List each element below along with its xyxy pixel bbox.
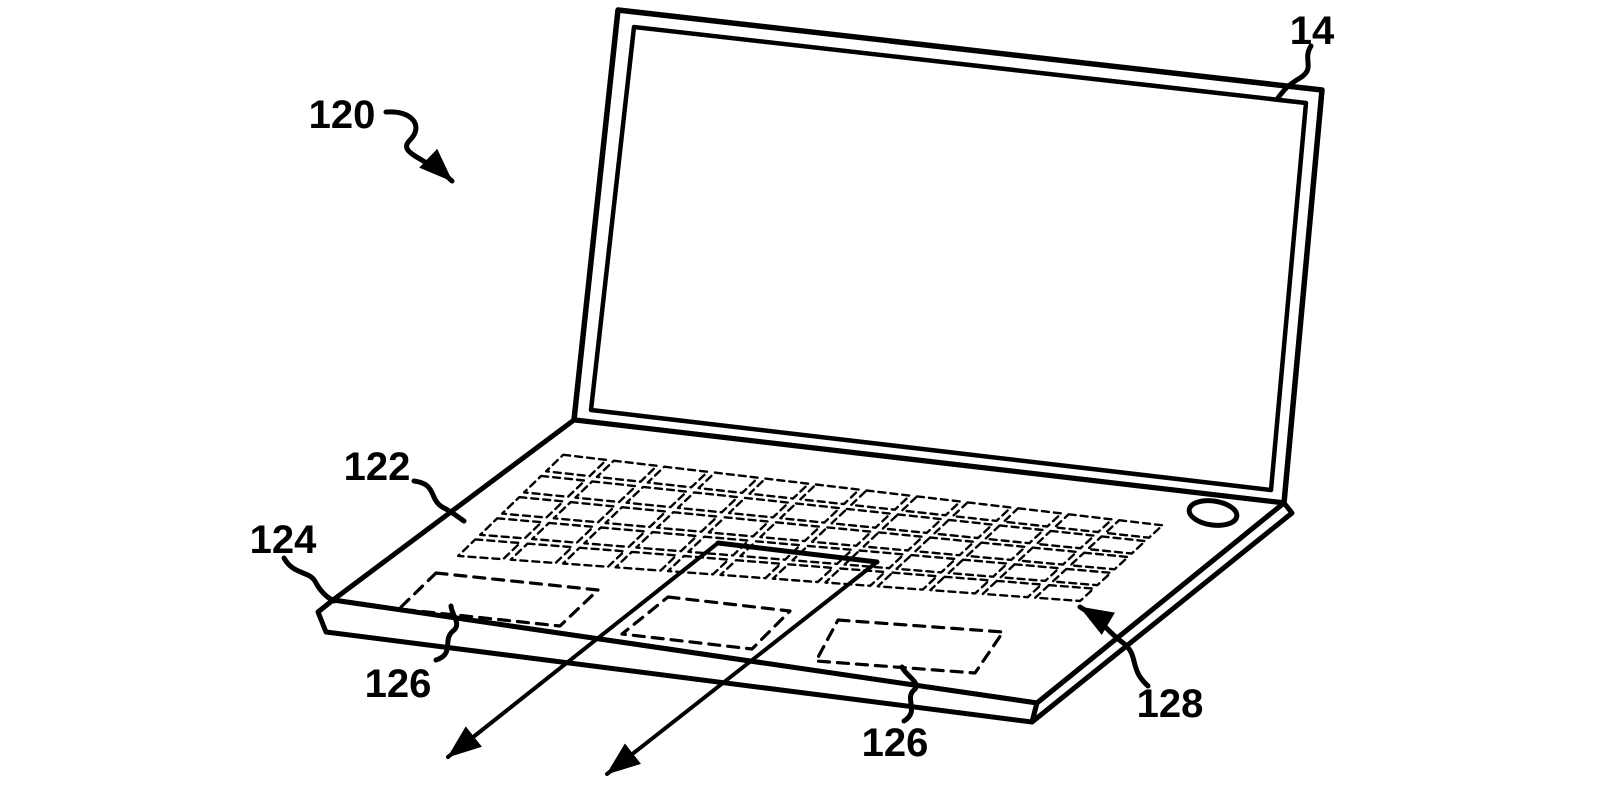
laptop-lid-outer	[571, 7, 1325, 506]
keyboard-key	[522, 474, 587, 498]
keyboard-key	[748, 477, 810, 500]
keyboard-key	[666, 554, 730, 576]
keyboard-key	[552, 500, 616, 524]
keyboard-key	[625, 485, 688, 509]
reference-labels: 120 14 122 124 126 126 128	[250, 9, 1335, 765]
virtual-trackpad-right	[814, 618, 1005, 675]
gesture-arrow-left	[446, 541, 720, 759]
keyboard-key	[759, 521, 822, 543]
keyboard-key	[614, 550, 678, 572]
keyboard-key	[799, 483, 861, 506]
keyboard-key	[1104, 519, 1164, 539]
keyboard-key	[1086, 535, 1147, 555]
laptop-screen-bezel	[588, 24, 1309, 493]
keyboard-key	[914, 536, 976, 557]
keyboard-key	[707, 516, 770, 538]
keyboard-key	[544, 453, 608, 478]
keyboard-key	[739, 540, 802, 561]
keyboard-key	[895, 553, 957, 574]
keyboard-key	[509, 542, 574, 565]
keyboard-key	[1035, 529, 1096, 550]
projection-bracket-line	[715, 540, 880, 565]
keyboard-key	[561, 546, 626, 568]
keyboard-key	[881, 513, 943, 535]
keyboard-key	[900, 495, 962, 517]
power-button	[1186, 498, 1240, 528]
keyboard-key	[981, 579, 1043, 599]
keyboard-key	[687, 535, 750, 557]
keyboard-key	[951, 501, 1012, 523]
keyboard-key	[457, 538, 522, 561]
virtual-trackpad-left	[397, 571, 600, 628]
keyboard-key	[791, 544, 854, 566]
keyboard-key	[933, 518, 994, 540]
keyboard-key	[1017, 546, 1078, 566]
keyboard-key	[1053, 513, 1114, 534]
leader-122	[411, 478, 467, 524]
keyboard-key	[1069, 551, 1130, 571]
keyboard-key	[697, 471, 760, 495]
keyboard-key	[719, 559, 782, 580]
ref-label-126-left: 126	[365, 662, 432, 706]
keyboard-key	[655, 511, 719, 533]
keyboard-key	[574, 480, 637, 504]
ref-label-120: 120	[309, 93, 376, 137]
keyboard-key	[727, 496, 790, 519]
leader-126-left	[433, 603, 460, 663]
ref-label-122: 122	[344, 445, 411, 489]
ref-label-126-bottom: 126	[862, 721, 929, 765]
keyboard-key	[531, 521, 595, 544]
leader-14	[1275, 43, 1314, 101]
base-front-edge	[315, 597, 1040, 725]
keyboard-key	[1051, 567, 1113, 587]
gesture-arrow-right	[605, 560, 879, 776]
keyboard-key	[646, 465, 709, 489]
ref-label-124: 124	[250, 518, 317, 562]
keyboard-key	[771, 563, 834, 584]
leader-120	[383, 109, 455, 184]
laptop-drawing	[281, 7, 1325, 776]
keyboard-key	[1033, 583, 1095, 603]
keyboard-key	[810, 526, 873, 547]
keyboard-key	[583, 526, 647, 549]
keyboard-key	[604, 506, 668, 529]
keyboard-key	[1002, 507, 1063, 528]
keyboard-key	[929, 575, 991, 595]
keyboard-key	[965, 541, 1027, 562]
keyboard-key	[500, 495, 565, 519]
leader-128	[1077, 604, 1151, 689]
keyboard-key	[779, 502, 841, 524]
keyboard-key	[876, 571, 939, 591]
base-right-edge	[1029, 500, 1295, 725]
keyboard-key	[862, 531, 924, 552]
keyboard-key	[595, 459, 659, 483]
keyboard-key	[676, 491, 739, 514]
keyboard-key	[824, 567, 887, 587]
keyboard-key	[947, 558, 1009, 578]
keyboard-key	[635, 530, 698, 553]
keyboard-key	[850, 489, 911, 511]
ref-label-14: 14	[1290, 9, 1335, 53]
leader-126-bottom	[899, 664, 919, 724]
leader-124	[281, 555, 337, 604]
keyboard-key	[984, 524, 1045, 545]
keyboard-key	[479, 517, 543, 540]
keyboard-key	[999, 563, 1061, 583]
keyboard-key	[830, 507, 892, 529]
virtual-trackpad-middle	[620, 595, 792, 651]
ref-label-128: 128	[1137, 682, 1204, 726]
